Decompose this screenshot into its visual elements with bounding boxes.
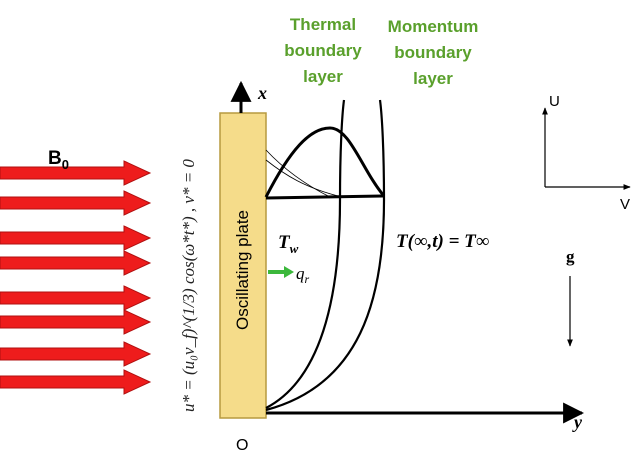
wall-temperature-label: Tw (278, 232, 299, 256)
frame-u-label: U (549, 93, 560, 110)
x-axis-label: x (257, 83, 267, 103)
radiative-flux-label: qr (296, 264, 310, 286)
magnetic-field-label: B0 (48, 148, 69, 172)
thermal-boundary-curve (265, 99, 346, 409)
momentum-layer-title-line3: layer (413, 69, 453, 88)
thermal-layer-title-line1: Thermal (290, 15, 356, 34)
velocity-boundary-condition: u* = (u₀v_f)^(1/3) cos(ω*t*) , v* = 0 (179, 159, 198, 412)
magnetic-field-arrow (0, 369, 152, 395)
oscillating-plate (219, 112, 267, 419)
gravity-label: g (566, 247, 575, 266)
radiative-flux-arrowhead (284, 266, 294, 278)
momentum-layer-title-line2: boundary (394, 43, 472, 62)
origin-label: O (236, 437, 248, 454)
magnetic-field-arrows (0, 160, 152, 395)
momentum-boundary-curve (265, 99, 386, 412)
magnetic-field-arrow (0, 250, 152, 276)
magnetic-field-arrow (0, 160, 152, 186)
magnetic-field-arrow (0, 309, 152, 335)
ambient-temperature-label: T(∞,t) = T∞ (396, 231, 489, 252)
profile-baseline (265, 194, 385, 200)
temperature-profile-line-1 (265, 149, 331, 198)
magnetic-field-arrow (0, 190, 152, 216)
magnetic-field-arrow (0, 341, 152, 367)
velocity-profile-curve (264, 126, 386, 198)
plate-label: Oscillating plate (233, 210, 252, 330)
temperature-profile-line-2 (265, 159, 343, 198)
magnetic-field-arrow (0, 225, 152, 251)
y-axis-label: y (572, 412, 583, 432)
thermal-layer-title-line3: layer (303, 67, 343, 86)
thermal-layer-title-line2: boundary (284, 41, 362, 60)
magnetic-field-arrow (0, 285, 152, 311)
frame-v-label: V (620, 196, 630, 213)
momentum-layer-title-line1: Momentum (388, 17, 479, 36)
